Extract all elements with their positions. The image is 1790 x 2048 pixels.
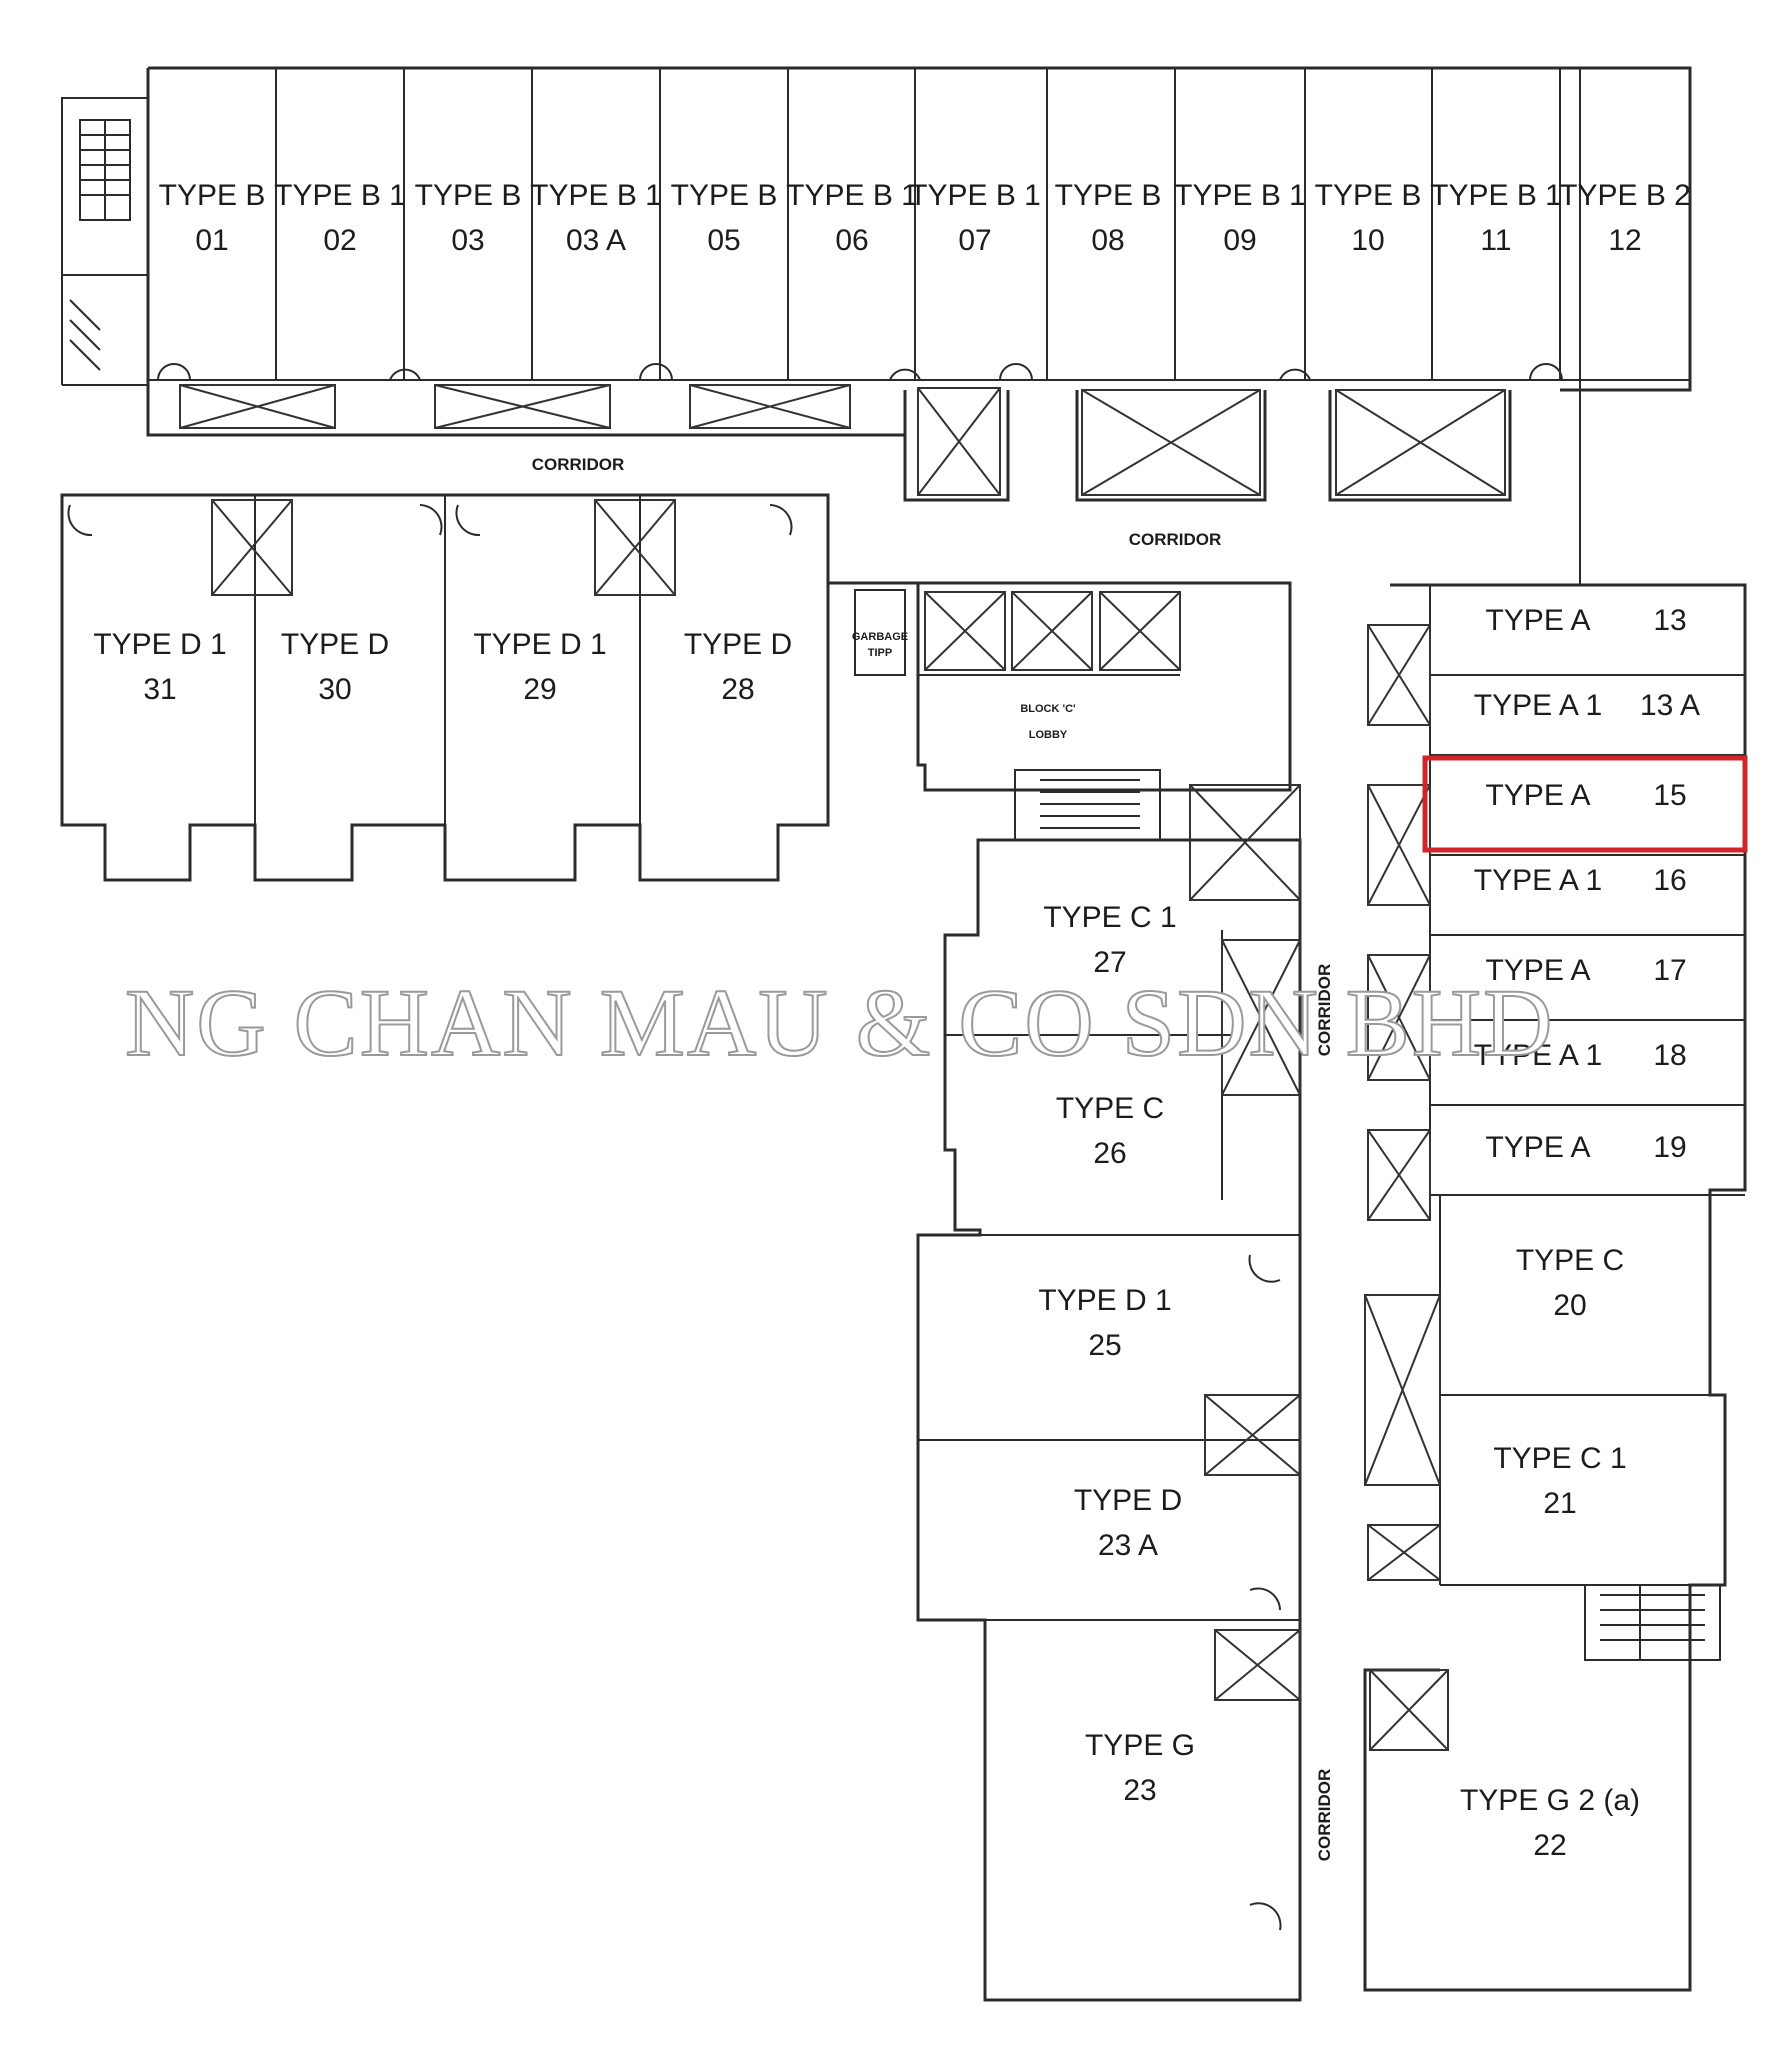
unit-type-label: TYPE A 1 — [1474, 864, 1602, 897]
unit-type-label: TYPE D 1 — [1038, 1284, 1171, 1317]
unit-number-label: 30 — [318, 673, 351, 706]
unit-number-label: 13 — [1653, 604, 1686, 637]
unit-type-label: TYPE D — [281, 628, 389, 661]
unit-number-label: 02 — [323, 224, 356, 257]
unit-number-label: 07 — [958, 224, 991, 257]
unit-type-label: TYPE B 1 — [1430, 179, 1562, 212]
unit-number-label: 12 — [1608, 224, 1641, 257]
lobby-label-line1: BLOCK 'C' — [1020, 703, 1076, 715]
unit-number-label: 16 — [1653, 864, 1686, 897]
unit-number-label: 26 — [1093, 1137, 1126, 1170]
corridor-label-middle: CORRIDOR — [1129, 530, 1222, 549]
unit-number-label: 17 — [1653, 954, 1686, 987]
unit-type-label: TYPE C — [1056, 1092, 1164, 1125]
unit-type-label: TYPE A — [1485, 779, 1590, 812]
unit-type-label: TYPE B — [671, 179, 778, 212]
unit-type-label: TYPE B 1 — [1174, 179, 1306, 212]
unit-type-label: TYPE B 1 — [530, 179, 662, 212]
unit-labels: TYPE B 01 TYPE B 1 02 TYPE B 03 TYPE B 1 03 A TY… — [93, 179, 1700, 1862]
unit-number-label: 18 — [1653, 1039, 1686, 1072]
unit-type-label: TYPE B 2 — [1559, 179, 1691, 212]
unit-number-label: 28 — [721, 673, 754, 706]
unit-number-label: 27 — [1093, 946, 1126, 979]
garbage-label-line1: GARBAGE — [852, 631, 908, 643]
unit-number-label: 21 — [1543, 1487, 1576, 1520]
unit-type-label: TYPE A — [1485, 604, 1590, 637]
unit-type-label: TYPE G 2 (a) — [1460, 1784, 1640, 1817]
top-row-block — [61, 66, 1692, 502]
unit-type-label: TYPE B 1 — [909, 179, 1041, 212]
unit-number-label: 22 — [1533, 1829, 1566, 1862]
unit-type-label: TYPE A 1 — [1474, 689, 1602, 722]
unit-type-label: TYPE G — [1085, 1729, 1195, 1762]
unit-number-label: 19 — [1653, 1131, 1686, 1164]
unit-number-label: 29 — [523, 673, 556, 706]
unit-type-label: TYPE A — [1485, 954, 1590, 987]
corridor-label-vertical-upper: CORRIDOR — [1315, 964, 1334, 1057]
unit-number-label: 05 — [707, 224, 740, 257]
unit-number-label: 23 — [1123, 1774, 1156, 1807]
unit-type-label: TYPE C 1 — [1493, 1442, 1626, 1475]
unit-number-label: 31 — [143, 673, 176, 706]
unit-number-label: 09 — [1223, 224, 1256, 257]
unit-number-label: 25 — [1088, 1329, 1121, 1362]
unit-type-label: TYPE D — [1074, 1484, 1182, 1517]
left-wing-block — [60, 493, 1290, 882]
unit-number-label: 23 A — [1098, 1529, 1158, 1562]
unit-type-label: TYPE B — [415, 179, 522, 212]
unit-type-label: TYPE B 1 — [786, 179, 918, 212]
unit-type-label: TYPE D 1 — [473, 628, 606, 661]
unit-type-label: TYPE B — [159, 179, 266, 212]
unit-type-label: TYPE C — [1516, 1244, 1624, 1277]
unit-number-label: 03 — [451, 224, 484, 257]
unit-type-label: TYPE D 1 — [93, 628, 226, 661]
unit-type-label: TYPE B 1 — [274, 179, 406, 212]
watermark: NG CHAN MAU & CO SDN BHD — [125, 969, 1554, 1076]
corridor-label-top: CORRIDOR — [532, 455, 625, 474]
unit-type-label: TYPE A 1 — [1474, 1039, 1602, 1072]
garbage-label-line2: TIPP — [868, 647, 892, 659]
unit-number-label: 08 — [1091, 224, 1124, 257]
unit-type-label: TYPE B — [1315, 179, 1422, 212]
unit-number-label: 01 — [195, 224, 228, 257]
centre-column-block — [916, 784, 1302, 2002]
highlight-unit-15 — [1422, 755, 1748, 853]
unit-number-label: 06 — [835, 224, 868, 257]
unit-type-label: TYPE B — [1055, 179, 1162, 212]
unit-number-label: 20 — [1553, 1289, 1586, 1322]
unit-number-label: 15 — [1653, 779, 1686, 812]
unit-type-label: TYPE A — [1485, 1131, 1590, 1164]
unit-number-label: 13 A — [1640, 689, 1700, 722]
lobby-label-line2: LOBBY — [1029, 729, 1068, 741]
unit-number-label: 11 — [1480, 224, 1511, 257]
unit-type-label: TYPE D — [684, 628, 792, 661]
unit-number-label: 03 A — [566, 224, 626, 257]
corridor-label-vertical-lower: CORRIDOR — [1315, 1769, 1334, 1862]
unit-number-label: 10 — [1351, 224, 1384, 257]
right-column-block — [1363, 68, 1747, 1992]
unit-type-label: TYPE C 1 — [1043, 901, 1176, 934]
